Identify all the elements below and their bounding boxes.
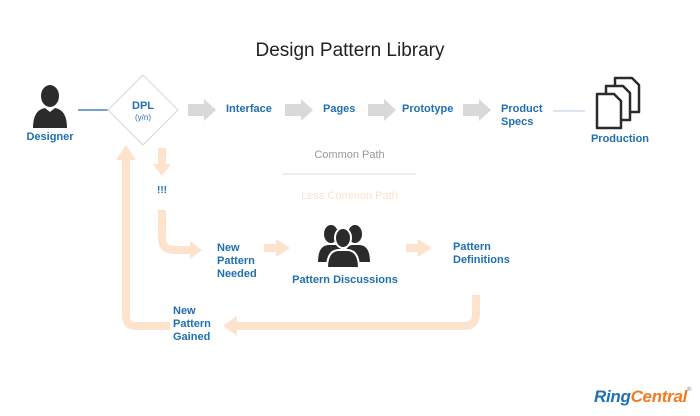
arrow-to-pages: [285, 99, 313, 121]
label-pattern-discussions: Pattern Discussions: [292, 274, 398, 286]
label-product-specs: Product Specs: [501, 103, 543, 129]
arrowhead-new-needed: [190, 241, 202, 259]
label-gained-line2: Pattern: [173, 318, 211, 330]
label-new-needed-line3: Needed: [217, 268, 257, 280]
arrowhead-definitions: [418, 239, 432, 257]
arrowhead-down: [153, 164, 171, 176]
brand-logo-ring: Ring: [594, 387, 631, 406]
label-dpl: DPL: [132, 100, 154, 112]
dpl-diamond: [107, 74, 179, 146]
label-gained-line3: Gained: [173, 331, 211, 343]
brand-logo-reg: ®: [687, 387, 692, 393]
label-new-pattern-gained: New Pattern Gained: [173, 305, 211, 344]
label-pattern-definitions: Pattern Definitions: [453, 241, 510, 267]
arrowhead-up: [116, 145, 136, 160]
label-gained-line1: New: [173, 305, 196, 317]
label-new-needed-line2: Pattern: [217, 255, 255, 267]
label-designer: Designer: [26, 131, 74, 143]
label-dpl-sub: (y/n): [135, 113, 151, 122]
label-pages: Pages: [323, 103, 356, 115]
legend-common-path: Common Path: [314, 149, 385, 161]
return-loop-shaft: [236, 295, 480, 330]
arrow-to-prototype: [368, 99, 396, 121]
label-new-needed-line1: New: [217, 242, 240, 254]
person-icon: [33, 85, 67, 128]
arrow-to-new-needed-shaft: [158, 210, 192, 254]
arrow-to-interface: [188, 99, 216, 121]
brand-logo: RingCentral®: [594, 387, 691, 407]
label-product-specs-line2: Specs: [501, 116, 534, 128]
label-new-pattern-needed: New Pattern Needed: [217, 242, 257, 281]
arrowhead-gained: [223, 316, 237, 336]
common-path-arrows: [188, 99, 491, 121]
back-to-dpl-shaft: [122, 158, 170, 330]
label-alert: !!!: [157, 185, 167, 196]
less-common-arrowheads: [116, 145, 432, 336]
documents-icon: [595, 76, 641, 130]
label-definitions-line1: Pattern: [453, 241, 491, 253]
brand-logo-central: Central: [630, 387, 688, 406]
label-prototype: Prototype: [402, 103, 454, 115]
arrow-to-product-specs: [463, 99, 491, 121]
legend-less-common-path: Less Common Path: [301, 190, 398, 202]
group-icon: [318, 225, 370, 269]
page-title: Design Pattern Library: [255, 40, 445, 61]
label-production: Production: [590, 133, 650, 145]
label-definitions-line2: Definitions: [453, 254, 510, 266]
label-product-specs-line1: Product: [501, 103, 543, 115]
less-common-path: [122, 148, 480, 330]
arrowhead-discussions: [276, 239, 290, 257]
label-interface: Interface: [226, 103, 272, 115]
